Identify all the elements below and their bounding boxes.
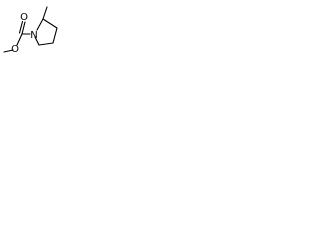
bond-c3-c4 (52, 27, 58, 44)
bond-methyl-c2 (42, 6, 48, 20)
bond-carbonyl-double-2 (18, 20, 24, 34)
atom-label-nitrogen: N (30, 30, 37, 41)
bond-ester-o-methyl (3, 49, 14, 53)
bond-carbonyl-ester-o (16, 33, 23, 46)
atom-label-ester-oxygen: O (11, 44, 19, 55)
bond-c2-c3 (42, 18, 58, 29)
bond-c5-n (34, 36, 40, 46)
atom-label-carbonyl-oxygen: O (20, 12, 28, 23)
bond-n-c2 (36, 18, 44, 31)
structure-diagram: N O O (3, 6, 58, 55)
bond-c4-c5 (38, 42, 54, 46)
bond-carbonyl-double-1 (21, 21, 26, 35)
